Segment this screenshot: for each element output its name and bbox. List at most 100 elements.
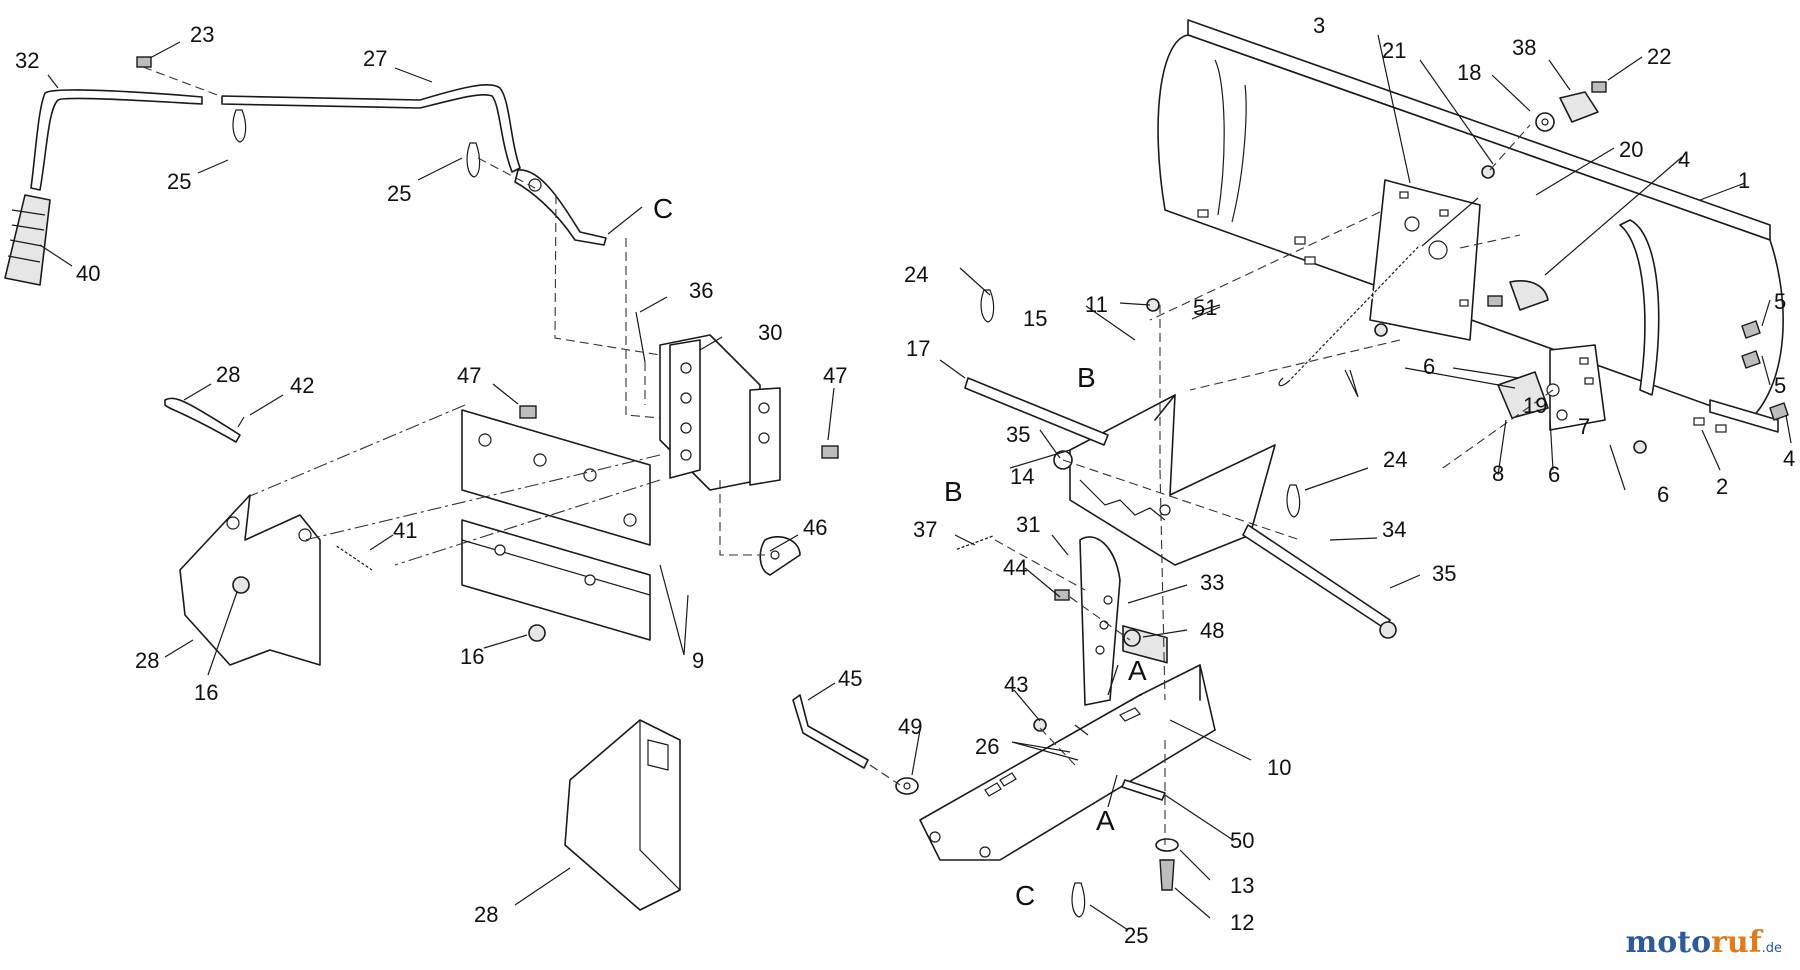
callout-1: 1 (1738, 168, 1750, 193)
callout-6: 6 (1423, 354, 1435, 379)
reference-letter-c: C (1015, 880, 1035, 911)
lock-bracket-part-33 (1079, 536, 1121, 706)
callout-26: 26 (975, 734, 999, 759)
watermark-part-2: ruf (1711, 925, 1762, 960)
callout-16: 16 (194, 680, 218, 705)
callout-41: 41 (393, 518, 417, 543)
spring-part-41 (333, 542, 374, 573)
callout-25: 25 (387, 181, 411, 206)
callout-35: 35 (1006, 422, 1030, 447)
callout-10: 10 (1267, 755, 1291, 780)
tube-frame-part-10 (919, 664, 1216, 861)
callout-34: 34 (1382, 517, 1406, 542)
callout-40: 40 (76, 261, 100, 286)
callout-45: 45 (838, 666, 862, 691)
mounting-plate-part-9-upper (461, 409, 651, 546)
callout-20: 20 (1619, 137, 1643, 162)
callout-36: 36 (689, 278, 713, 303)
pivot-plate-part-7 (1546, 344, 1606, 431)
lift-rod-part-27 (221, 83, 607, 246)
callout-46: 46 (803, 515, 827, 540)
extension-spring-part-19 (1278, 242, 1423, 387)
callout-37: 37 (913, 517, 937, 542)
callout-4: 4 (1678, 147, 1690, 172)
callout-8: 8 (1492, 461, 1504, 486)
callout-25: 25 (1124, 923, 1148, 948)
callout-28: 28 (135, 648, 159, 673)
leader-lines (39, 34, 1792, 931)
reference-letter-a: A (1128, 655, 1147, 686)
callout-48: 48 (1200, 618, 1224, 643)
spring-rod-part-20 (1421, 197, 1479, 247)
callout-13: 13 (1230, 873, 1254, 898)
callout-32: 32 (15, 48, 39, 73)
callout-30: 30 (758, 320, 782, 345)
callout-7: 7 (1578, 414, 1590, 439)
pin-part-34 (1242, 524, 1397, 639)
reference-letter-c: C (653, 193, 673, 224)
reference-letters: A A B B C C (653, 193, 1147, 911)
callout-16: 16 (460, 644, 484, 669)
callout-33: 33 (1200, 570, 1224, 595)
callout-6: 6 (1657, 482, 1669, 507)
callout-51: 51 (1193, 295, 1217, 320)
callout-50: 50 (1230, 828, 1254, 853)
mounting-plate-part-9-lower (461, 519, 651, 641)
callout-labels: 1 2 3 4 4 5 5 6 6 6 7 8 9 10 11 12 13 14… (15, 13, 1795, 948)
callout-12: 12 (1230, 910, 1254, 935)
watermark-part-3: .de (1761, 941, 1782, 956)
callout-21: 21 (1382, 38, 1406, 63)
left-hardware (136, 56, 839, 642)
latch-part-8 (1497, 371, 1549, 419)
callout-47: 47 (457, 363, 481, 388)
callout-42: 42 (290, 373, 314, 398)
callout-44: 44 (1003, 555, 1027, 580)
blade-hardware (1374, 81, 1789, 454)
callout-9: 9 (692, 648, 704, 673)
callout-14: 14 (1010, 464, 1034, 489)
callout-38: 38 (1512, 35, 1536, 60)
callout-35: 35 (1432, 561, 1456, 586)
callout-18: 18 (1457, 60, 1481, 85)
callout-25: 25 (167, 169, 191, 194)
reference-letter-b: B (1077, 362, 1096, 393)
blade-wear-bar-part-2 (1709, 399, 1779, 433)
reference-letter-a: A (1096, 805, 1115, 836)
callout-49: 49 (898, 714, 922, 739)
callout-5: 5 (1774, 373, 1786, 398)
watermark-logo: motoruf.de (1625, 925, 1782, 960)
watermark-part-1: moto (1625, 925, 1712, 960)
pivot-bracket-part-30 (659, 334, 781, 491)
callout-23: 23 (190, 22, 214, 47)
callout-6: 6 (1548, 462, 1560, 487)
latch-plate-part-46 (759, 536, 801, 576)
callout-15: 15 (1023, 306, 1047, 331)
pivot-frame-part-14 (1069, 394, 1276, 566)
spring-bracket-part-3 (1369, 179, 1481, 341)
callout-28: 28 (474, 902, 498, 927)
mount-bracket-part-28-bottom (564, 719, 681, 911)
reference-letter-b: B (944, 476, 963, 507)
pin-part-45 (792, 694, 869, 769)
callout-3: 3 (1313, 13, 1325, 38)
callout-47: 47 (823, 363, 847, 388)
lift-handle-part-32 (30, 89, 203, 191)
callout-2: 2 (1716, 474, 1728, 499)
bracket-part-4 (1487, 280, 1549, 311)
callout-24: 24 (1383, 447, 1407, 472)
callout-19: 19 (1523, 393, 1547, 418)
callout-22: 22 (1647, 44, 1671, 69)
callout-31: 31 (1016, 512, 1040, 537)
handle-grip-part-40 (4, 194, 51, 286)
callout-4: 4 (1783, 446, 1795, 471)
callout-43: 43 (1004, 672, 1028, 697)
callout-11: 11 (1085, 292, 1108, 317)
assembly-lines (142, 66, 1554, 845)
mount-bracket-part-28-left (179, 494, 321, 666)
pin-part-28-small (164, 397, 241, 443)
pin-part-17 (964, 377, 1109, 446)
callout-5: 5 (1774, 289, 1786, 314)
callout-24: 24 (904, 262, 928, 287)
